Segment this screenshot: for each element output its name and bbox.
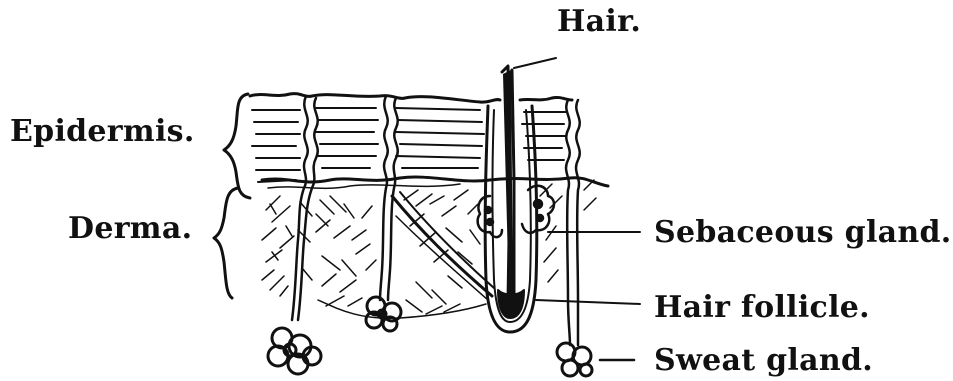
leader-hair-follicle	[536, 300, 640, 304]
label-hair: Hair.	[557, 6, 641, 38]
epidermis-brace	[224, 94, 250, 198]
label-sweat-gland: Sweat gland.	[654, 345, 873, 377]
sweat-coil-middle	[366, 297, 401, 331]
label-epidermis: Epidermis.	[10, 116, 195, 148]
arrector-pili-muscle	[392, 196, 492, 296]
hair-bulb	[498, 290, 524, 318]
sweat-coil-right	[557, 343, 592, 376]
label-derma: Derma.	[68, 213, 192, 245]
label-hair-follicle: Hair follicle.	[654, 292, 870, 324]
epidermis-layers	[252, 108, 566, 182]
label-sebaceous-gland: Sebaceous gland.	[654, 217, 952, 249]
leader-hair	[514, 58, 556, 68]
sweat-coil-left	[268, 328, 321, 374]
derma-brace	[214, 188, 238, 298]
skin-surface-line	[250, 94, 500, 103]
sweat-duct-right	[566, 100, 580, 345]
